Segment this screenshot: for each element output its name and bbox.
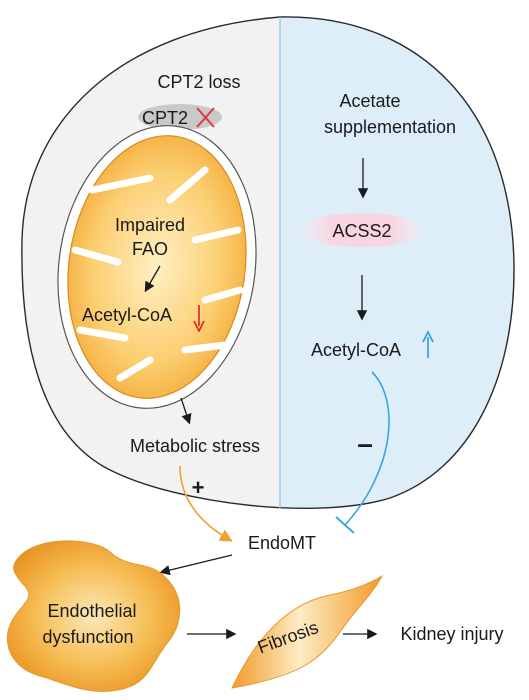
cross-icon — [196, 107, 215, 128]
endothelial-label: Endothelial — [47, 601, 136, 621]
endothelial-cell-shape — [6, 540, 181, 692]
supplementation-label: supplementation — [324, 117, 456, 137]
impaired-label: Impaired — [115, 215, 185, 235]
endomt-to-dysfunction-arrow — [159, 554, 233, 576]
fao-label: FAO — [132, 239, 168, 259]
fao-to-acetyl-arrow — [144, 265, 161, 293]
acetyl-coa-right-label: Acetyl-CoA — [311, 340, 401, 360]
cpt2-label: CPT2 — [142, 108, 188, 128]
acetyl-coa-left-label: Acetyl-CoA — [82, 305, 172, 325]
minus-sign: – — [357, 428, 373, 459]
cell-outline — [21, 16, 515, 509]
acss2-label: ACSS2 — [332, 221, 391, 241]
dysfunction-label: dysfunction — [42, 627, 133, 647]
metabolic-stress-label: Metabolic stress — [130, 436, 260, 456]
kidney-injury-label: Kidney injury — [400, 624, 503, 644]
activation-arrow — [179, 465, 233, 542]
mito-to-stress-arrow — [180, 397, 192, 425]
acetate-label: Acetate — [339, 91, 400, 111]
endomt-label: EndoMT — [248, 533, 316, 553]
plus-sign: + — [192, 475, 205, 500]
inhibition-line — [344, 371, 390, 526]
acss2-pill — [300, 213, 424, 247]
inhibition-bar — [335, 516, 355, 534]
fibrosis-shape — [231, 574, 384, 689]
cpt2-loss-label: CPT2 loss — [157, 72, 240, 92]
mitochondrion — [57, 125, 257, 409]
up-arrow-icon — [422, 330, 434, 358]
down-arrow-icon — [193, 305, 205, 333]
